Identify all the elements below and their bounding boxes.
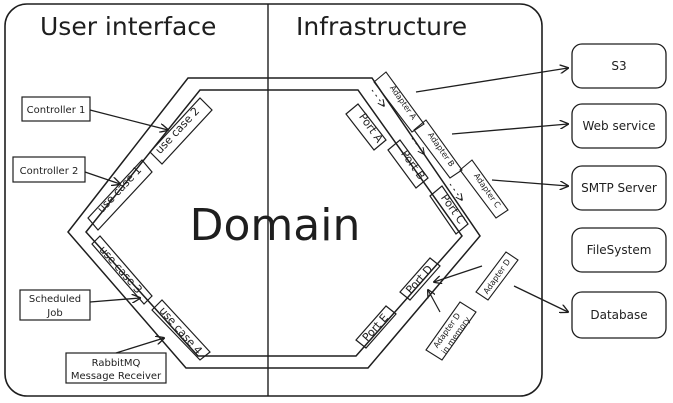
controller-2-label: Controller 2 [20, 166, 79, 177]
database-label: Database [590, 308, 647, 322]
adapter-d-database-arrow [513, 285, 568, 312]
controller-1-label: Controller 1 [27, 105, 86, 116]
scheduled-job-arrow [89, 298, 140, 302]
port-a-label: Port A [356, 111, 386, 146]
use-case-4-label: use case 4 [156, 304, 204, 357]
port-e-label: Port E [360, 311, 391, 344]
filesystem-label: FileSystem [587, 243, 652, 257]
smtp-server-label: SMTP Server [581, 181, 657, 195]
use-case-3-label: use case 3 [96, 243, 144, 296]
scheduled-job-label-1: Scheduled [29, 294, 81, 305]
port-a: Port A [345, 103, 387, 151]
scheduled-job-label-2: Job [46, 308, 62, 319]
adapter-c-label: Adapter C [472, 172, 502, 210]
adapter-c: Adapter C [459, 159, 509, 219]
controller-1-box: Controller 1 [21, 96, 91, 122]
use-case-2-label: use case 2 [153, 105, 203, 157]
database-box: Database [571, 291, 667, 339]
adapter-d-in-memory: Adapter D in memory [425, 301, 477, 361]
domain-hexagon [85, 89, 463, 357]
section-title-infrastructure: Infrastructure [296, 12, 467, 41]
use-case-4: use case 4 [151, 299, 211, 361]
adapter-b-web-arrow [451, 124, 568, 135]
web-service-label: Web service [583, 119, 656, 133]
domain-label: Domain [190, 200, 361, 251]
rabbitmq-arrow [115, 338, 164, 354]
adapter-d-port-arrow [434, 265, 483, 282]
rabbitmq-label-1: RabbitMQ [92, 358, 141, 369]
adapter-d: Adapter D [475, 251, 519, 301]
section-title-user-interface: User interface [40, 12, 216, 41]
use-case-2: use case 2 [149, 97, 213, 165]
outer-hexagon [67, 77, 481, 369]
adapter-c-smtp-arrow [491, 179, 568, 186]
port-d-label: Port D [403, 263, 435, 297]
adapter-a-s3-arrow [415, 68, 568, 93]
rabbitmq-box: RabbitMQ Message Receiver [65, 352, 167, 384]
rabbitmq-label-2: Message Receiver [71, 371, 162, 382]
s3-box: S3 [571, 43, 667, 89]
adapter-d-memory-port-arrow [428, 290, 441, 313]
smtp-server-box: SMTP Server [571, 165, 667, 211]
filesystem-box: FileSystem [571, 227, 667, 273]
scheduled-job-box: Scheduled Job [19, 289, 91, 321]
outer-frame [4, 3, 543, 397]
adapter-a-label: Adapter A [388, 84, 418, 122]
s3-label: S3 [611, 59, 626, 73]
controller-1-arrow [89, 109, 168, 130]
controller-2-box: Controller 2 [12, 156, 86, 183]
controller-2-arrow [84, 171, 120, 184]
web-service-box: Web service [571, 103, 667, 149]
port-c: Port C [429, 185, 469, 235]
port-d: Port D [399, 257, 441, 301]
